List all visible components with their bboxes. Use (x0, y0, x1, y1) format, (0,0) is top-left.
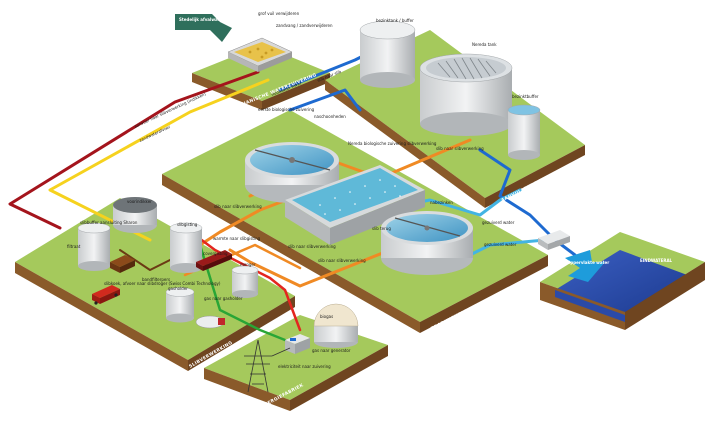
sand-trap (227, 37, 293, 72)
slib-d-label: slib terug (372, 226, 391, 231)
effluent-treated2-label: gezuiverd water (484, 242, 517, 247)
filtrate-label: filtraat (67, 244, 81, 249)
sludge-thickener-label: voorindikker (127, 199, 152, 204)
pipe-yellow (48, 78, 270, 242)
surface-water-label: Oppervlakte water (567, 260, 609, 265)
heat-return-label: warmte naar slibgisting (213, 236, 261, 241)
power-pylon (244, 339, 291, 393)
digester-label: slibgisting (177, 222, 198, 227)
pipe-orange-3 (228, 248, 392, 288)
mixer-tank (231, 265, 259, 298)
aeration-cleanup-label: naschoonheden (314, 114, 346, 119)
covergisting-box (196, 250, 232, 271)
gasholder-label: gasholder (168, 286, 188, 291)
settling-label: nabezinken (430, 200, 453, 205)
effluent-channel (538, 230, 570, 250)
cofermentation-label: covergisting (203, 251, 228, 256)
nereda-bio-label: Nereda biologische zuivering slibverwerk… (348, 141, 437, 146)
biogas-dome (313, 303, 359, 348)
sludge-buffer (77, 222, 111, 271)
generator (285, 334, 310, 354)
clarifier-2 (381, 211, 473, 275)
pipe-red-heat (193, 233, 302, 332)
gas-holder-pipe-label: gas naar gasholder (204, 296, 243, 301)
gas-tanker (195, 315, 225, 329)
belt-filter (110, 255, 135, 273)
pipe-green (198, 243, 287, 342)
effluent-treated-label: gezuiverd water (482, 220, 515, 225)
outfall-label: EINDWATERAL (640, 258, 673, 263)
mixer-label: menger (240, 262, 256, 267)
digester (169, 222, 203, 273)
return-pipe2-label: zandwaterafvoer (138, 124, 171, 143)
slib-b-label: slib naar slibverwerking (436, 146, 484, 151)
aeration1-label: eerste biologische zuivering (258, 107, 315, 112)
gasholder (165, 287, 195, 323)
inflow-arrow: Stedelijk afvalwater (175, 14, 232, 42)
cake-label: slibkoek, afvoer naar slibdroger (Swiss … (104, 281, 221, 286)
sludge-buffer-label: slibbuffer aansluiting Sharon (80, 220, 138, 225)
pipe-darkred (8, 70, 260, 230)
pipe-blue-bio (288, 88, 362, 112)
platform-outfall (540, 232, 705, 330)
aeration-basin (285, 165, 425, 245)
effluent-buffer-label: bezinktbuffer (512, 94, 539, 99)
buffer-tank-label: bezinktank / buffer (376, 18, 414, 23)
nereda-tank-label: Nereda tank (472, 42, 497, 47)
tank-buffer (359, 20, 416, 88)
belt-filter-label: bandfilterpers (142, 277, 170, 282)
sand-label: zandvang / zandverwijderen (276, 23, 333, 28)
outfall-arrow: Oppervlakte water (565, 250, 609, 282)
electricity-label: elektriciteit naar zuivering (278, 364, 331, 369)
biogas-label: biogas (320, 314, 333, 319)
slib-a-label: slib naar slibverwerking (214, 204, 262, 209)
tank-effluent-buffer (507, 104, 541, 160)
inflow-label: Stedelijk afvalwater (179, 17, 224, 22)
platform-mechanical (192, 45, 330, 110)
sludge-thickener (113, 197, 157, 233)
slib-c-label: slib naar slibverwerking (288, 244, 336, 249)
tank-nereda (419, 53, 513, 136)
slib-e-label: slib naar slibverwerking (318, 258, 366, 263)
sludge-truck (92, 285, 120, 305)
gas-gen-label: gas naar generator (312, 348, 351, 353)
grit-label: grof vuil verwijderen (258, 11, 300, 16)
